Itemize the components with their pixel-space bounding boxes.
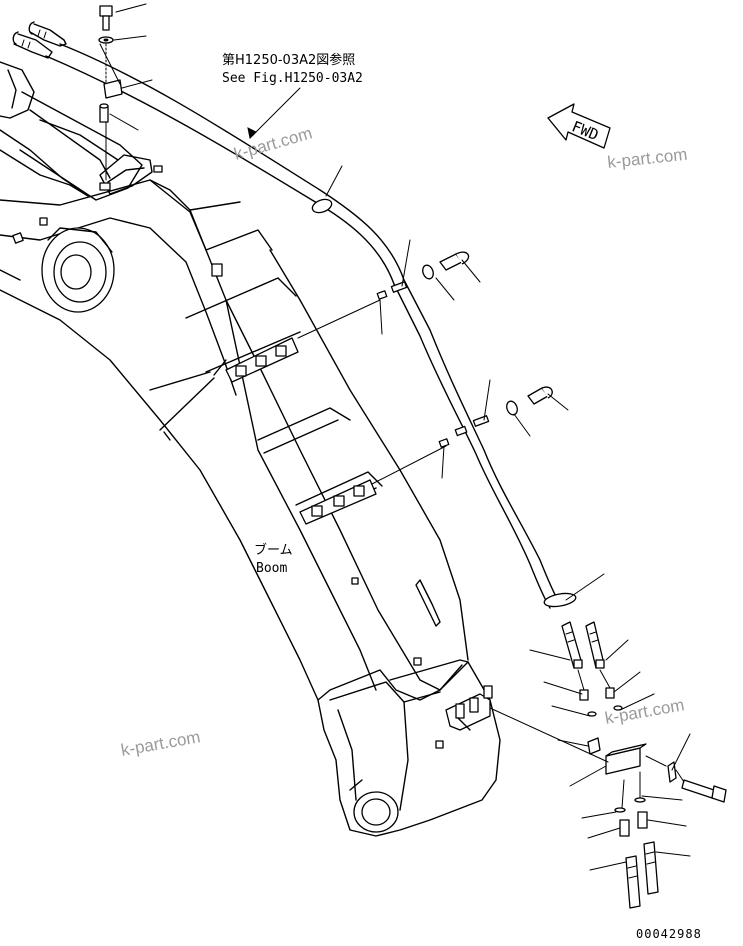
boom-label-en: Boom <box>256 561 287 576</box>
drawing-number: 00042988 <box>636 927 702 941</box>
boom-clamp-lower <box>299 479 377 525</box>
mid-hardware-1 <box>376 251 470 300</box>
nose-hose-bracket <box>445 685 493 731</box>
mid-hardware-2 <box>438 386 553 448</box>
top-hardware <box>98 5 123 181</box>
boom-clamp-upper <box>225 337 299 383</box>
watermark: k-part.com <box>119 727 201 760</box>
reference-jp: 第H1250-03A2図参照 <box>222 52 355 68</box>
watermark: k-part.com <box>606 145 688 172</box>
watermark: k-part.com <box>232 123 314 163</box>
watermark: k-part.com <box>603 695 685 728</box>
forward-arrow: FWD <box>547 103 611 149</box>
boom-label-jp: ブーム <box>254 542 293 558</box>
figure-reference-note: 第H1250-03A2図参照 See Fig.H1250-03A2 <box>222 52 363 140</box>
leader-lines <box>109 3 691 871</box>
lower-fittings <box>489 621 727 909</box>
boom-structure <box>0 61 501 837</box>
boom-label: ブーム Boom <box>254 542 293 576</box>
upper-hoses <box>12 21 577 609</box>
reference-en: See Fig.H1250-03A2 <box>222 71 363 86</box>
